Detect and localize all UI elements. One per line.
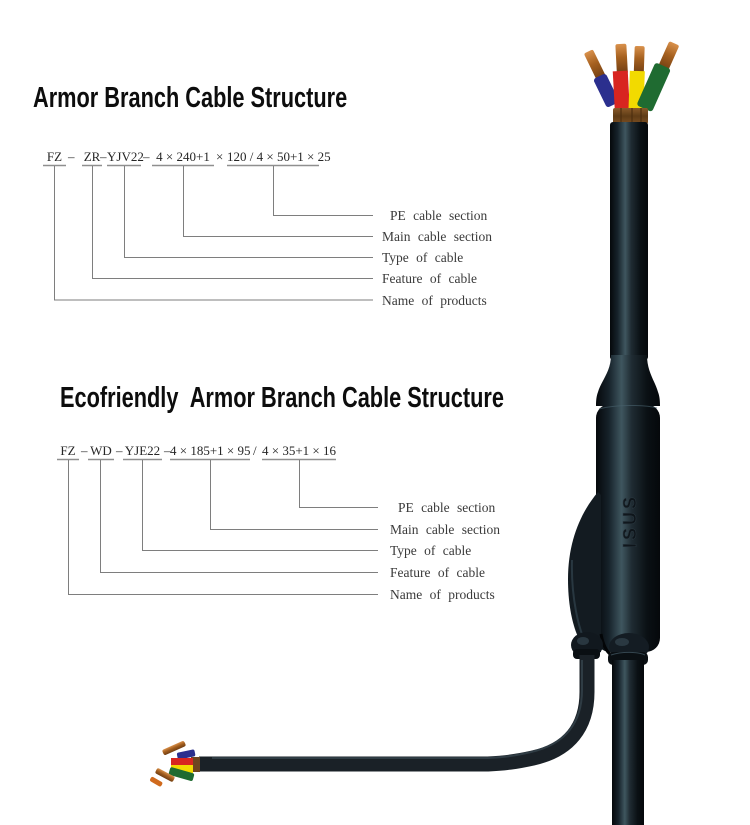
formula-segment: 4 × 185+1 × 95	[170, 443, 251, 458]
formula-separator: –	[68, 149, 75, 164]
formula-segment: FZ	[60, 443, 76, 458]
diagram1-title: Armor Branch Cable Structure	[33, 82, 348, 114]
callout-label-main-cable-section: Main cable section	[390, 522, 500, 537]
callout-label-type-of-cable: Type of cable	[390, 543, 472, 558]
formula-segment: YJV22	[107, 149, 144, 164]
callout-label-name-of-products: Name of products	[390, 587, 495, 602]
formula-separator: ×	[216, 149, 224, 164]
callout-label-main-cable-section: Main cable section	[382, 229, 492, 244]
formula-segment: 4 × 35+1 × 16	[262, 443, 336, 458]
callout-label-type-of-cable: Type of cable	[382, 250, 464, 265]
formula-segment: 4 × 240+1	[156, 149, 210, 164]
formula-separator: –	[116, 443, 123, 458]
callout-label-feature-of-cable: Feature of cable	[390, 565, 485, 580]
callout-label-pe-cable-section: PE cable section	[390, 208, 488, 223]
callout-label-name-of-products: Name of products	[382, 293, 487, 308]
formula-separator: –	[143, 149, 150, 164]
formula-separator: –	[164, 443, 171, 458]
callout-label-feature-of-cable: Feature of cable	[382, 271, 477, 286]
formula-segment: FZ	[46, 149, 63, 164]
formula-segment: YJE22	[124, 443, 161, 458]
formula-segment: WD	[90, 443, 112, 458]
callout-label-pe-cable-section: PE cable section	[398, 500, 496, 515]
formula-segment: 120 / 4 × 50+1 × 25	[227, 149, 331, 164]
diagram2-title: Ecofriendly Armor Branch Cable Structure	[60, 382, 504, 414]
formula-separator: –	[100, 149, 107, 164]
formula-separator: /	[253, 443, 257, 458]
formula-separator: –	[81, 443, 88, 458]
formula-segment: ZR	[83, 149, 101, 164]
